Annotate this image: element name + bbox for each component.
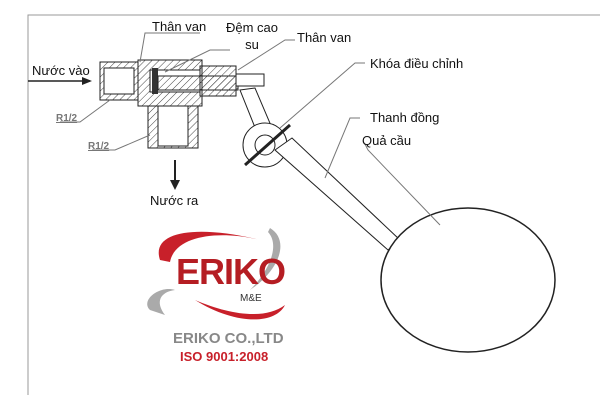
- logo-swooshes: [147, 228, 285, 320]
- label-nuoc-ra: Nước ra: [150, 193, 199, 208]
- valve-body: [99, 59, 265, 149]
- label-than-van: Thân van: [152, 19, 207, 34]
- label-khoa-dieu-chinh: Khóa điều chỉnh: [370, 56, 464, 71]
- label-than-van-2: Thân van: [297, 30, 352, 45]
- label-r12-outlet: R1/2: [88, 141, 110, 152]
- logo-sub: M&E: [240, 293, 262, 304]
- label-r12-inlet: R1/2: [56, 113, 78, 124]
- brass-rod: [274, 137, 401, 251]
- logo-iso: ISO 9001:2008: [180, 349, 269, 364]
- label-qua-cau: Quả cầu: [362, 133, 412, 148]
- label-thanh-dong: Thanh đồng: [370, 110, 440, 125]
- label-dem-cao-su: Đệm cao su: [225, 20, 279, 52]
- logo-company: ERIKO CO.,LTD: [173, 330, 284, 347]
- float-ball: [380, 207, 556, 353]
- frame-line: [27, 14, 600, 395]
- label-nuoc-vao: Nước vào: [32, 63, 90, 78]
- logo-name: ERIKO: [176, 251, 286, 292]
